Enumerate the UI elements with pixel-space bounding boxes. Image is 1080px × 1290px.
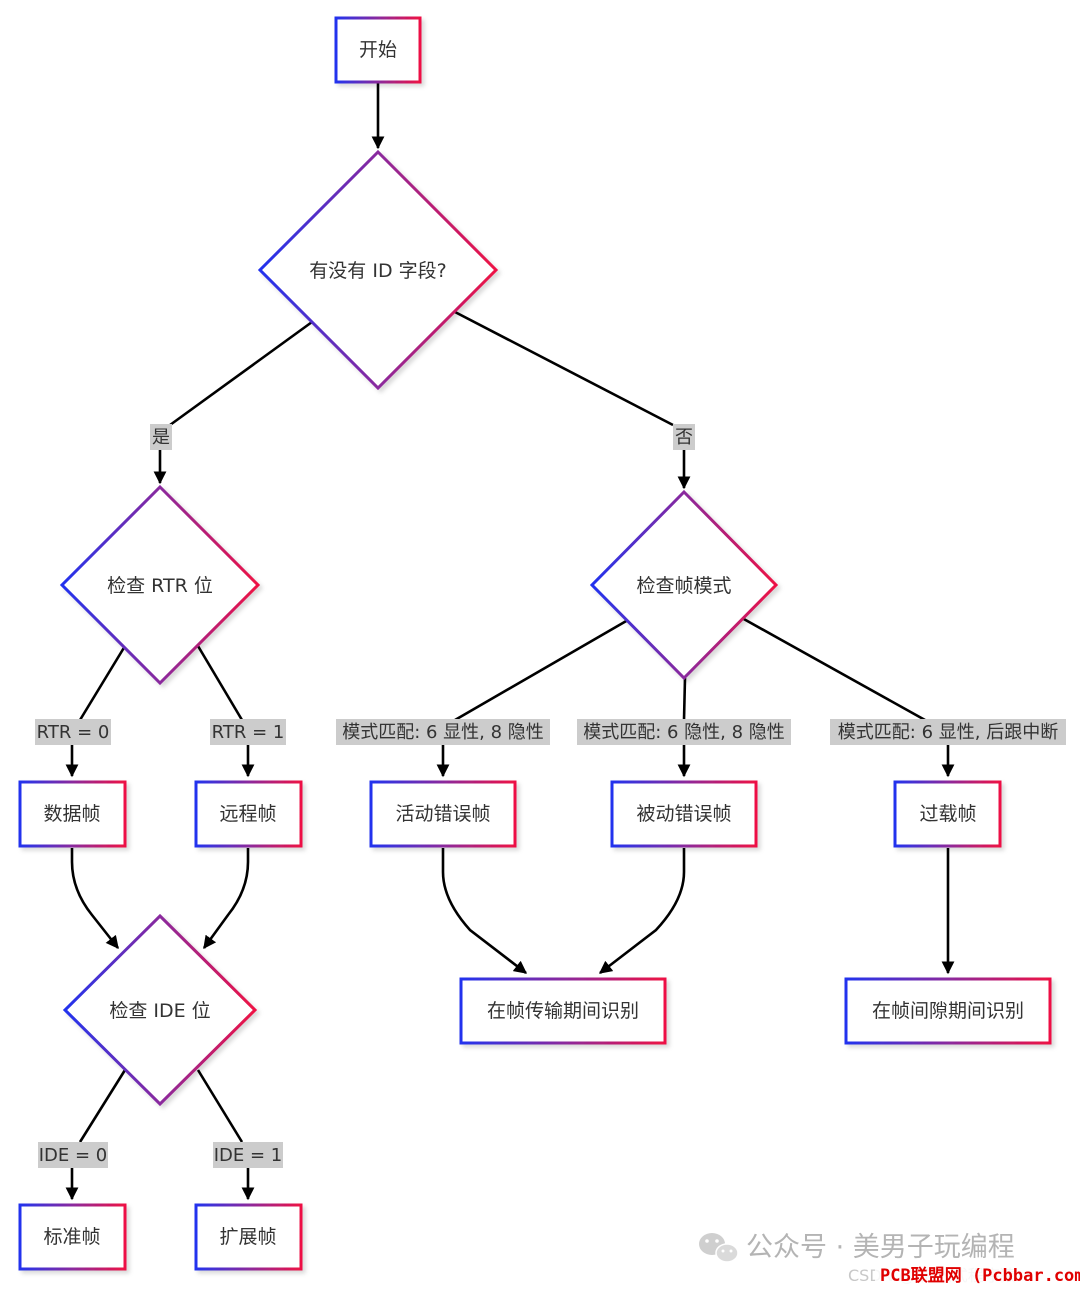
watermark: 公众号 · 美男子玩编程 CSDN @ 嵌入式程序猿 PCB联盟网 (Pcbba… [699, 1232, 1080, 1287]
node-check-mode-decision: 检查帧模式 [589, 489, 779, 681]
node-passive-error-label: 被动错误帧 [636, 803, 731, 825]
edge-labels: 是 否 RTR = 0 RTR = 1 模式匹配: 6 显性, 8 隐性 模式匹… [35, 424, 1066, 1168]
wechat-icon [699, 1233, 739, 1263]
edge-label-mode1: 模式匹配: 6 显性, 8 隐性 [342, 722, 544, 743]
node-has-id-decision: 有没有 ID 字段? [257, 149, 499, 391]
nodes: 开始 有没有 ID 字段? 检查 RTR 位 检查帧模式 数据帧 远程帧 [18, 16, 1052, 1271]
node-in-frame: 在帧传输期间识别 [459, 977, 667, 1045]
node-interframe: 在帧间隙期间识别 [844, 977, 1052, 1045]
node-start: 开始 [334, 16, 422, 84]
node-extended-frame: 扩展帧 [194, 1203, 303, 1271]
edge-mode-2 [682, 677, 687, 721]
edge-label-mode3: 模式匹配: 6 显性, 后跟中断 [838, 722, 1058, 743]
edge-label-ide0: IDE = 0 [39, 1145, 108, 1166]
edge-ide-0 [78, 1069, 127, 1143]
edge-passive-to-in-frame [598, 848, 686, 975]
watermark-main: 公众号 · 美男子玩编程 [746, 1232, 1015, 1263]
edges [65, 82, 955, 1201]
node-passive-error-frame: 被动错误帧 [610, 780, 758, 848]
edge-label-mode2: 模式匹配: 6 隐性, 8 隐性 [583, 722, 785, 743]
edge-mode-1 [454, 618, 629, 722]
node-has-id-label: 有没有 ID 字段? [309, 260, 446, 282]
node-remote-frame: 远程帧 [194, 780, 303, 848]
edge-ide-1 [196, 1069, 244, 1143]
node-extended-frame-label: 扩展帧 [219, 1226, 276, 1248]
node-check-rtr-label: 检查 RTR 位 [107, 575, 213, 597]
node-check-mode-label: 检查帧模式 [636, 575, 731, 597]
node-active-error-frame: 活动错误帧 [369, 780, 517, 848]
edge-mode-3 [741, 616, 926, 722]
node-check-rtr-decision: 检查 RTR 位 [59, 484, 261, 686]
node-in-frame-label: 在帧传输期间识别 [487, 1000, 639, 1022]
node-start-label: 开始 [359, 39, 397, 61]
node-interframe-label: 在帧间隙期间识别 [872, 1000, 1024, 1022]
edge-label-no: 否 [675, 427, 693, 448]
edge-active-to-in-frame [441, 848, 528, 975]
node-active-error-label: 活动错误帧 [395, 803, 490, 825]
edge-data-to-ide [70, 848, 120, 950]
watermark-red: PCB联盟网 (Pcbbar.com) [880, 1266, 1080, 1286]
node-standard-frame-label: 标准帧 [43, 1226, 100, 1248]
edge-label-ide1: IDE = 1 [214, 1145, 283, 1166]
edge-has-id-no [454, 310, 674, 427]
node-data-frame: 数据帧 [18, 780, 127, 848]
node-standard-frame: 标准帧 [18, 1203, 127, 1271]
node-data-frame-label: 数据帧 [43, 803, 100, 825]
node-overload-frame: 过载帧 [893, 780, 1002, 848]
node-remote-frame-label: 远程帧 [219, 803, 276, 825]
edge-label-yes: 是 [152, 427, 170, 448]
edge-label-rtr1: RTR = 1 [212, 722, 285, 743]
node-check-ide-label: 检查 IDE 位 [109, 1000, 210, 1022]
edge-rtr-1 [196, 645, 244, 721]
edge-label-rtr0: RTR = 0 [37, 722, 110, 743]
edge-has-id-yes [169, 320, 313, 427]
edge-remote-to-ide [202, 848, 250, 950]
node-check-ide-decision: 检查 IDE 位 [62, 913, 258, 1107]
edge-rtr-0 [78, 645, 127, 721]
node-overload-label: 过载帧 [919, 803, 976, 825]
